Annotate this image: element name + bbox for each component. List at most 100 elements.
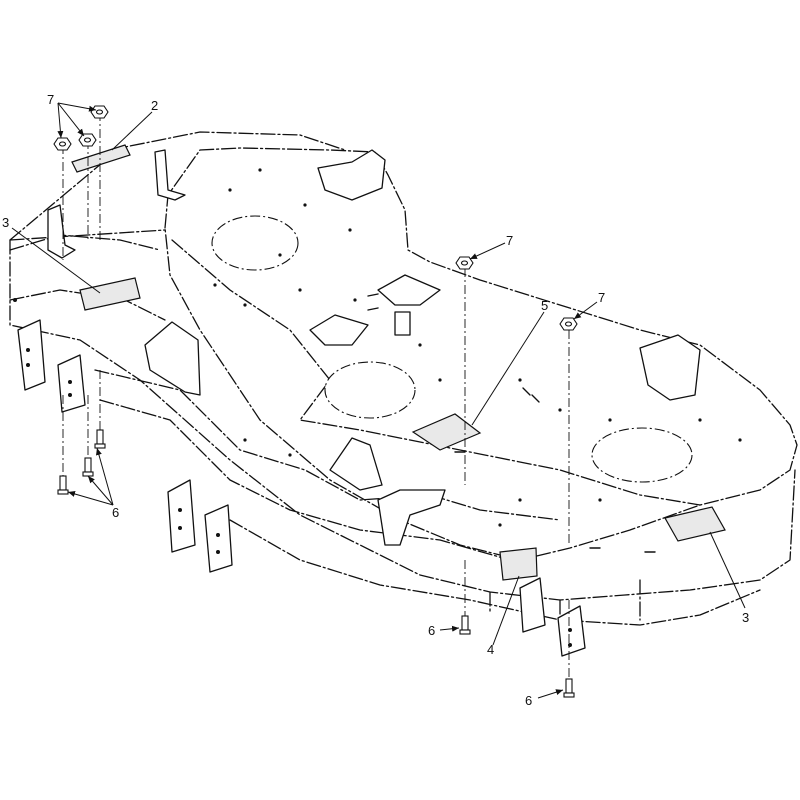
hanger-bracket-center (329, 437, 383, 491)
spindle-hole-right (591, 427, 693, 483)
deck-hole (288, 453, 292, 457)
nut-icon (90, 105, 109, 119)
height-plate-front-2 (204, 504, 233, 573)
leader-6-right (537, 689, 564, 699)
leader-6-center (439, 625, 460, 632)
decal-3-right (664, 506, 726, 542)
spindle-hole-center (324, 361, 416, 419)
pulley-bracket (309, 314, 369, 346)
leader-6-b (87, 475, 114, 506)
leader-7-a (57, 102, 97, 112)
callout-4: 4 (487, 642, 494, 657)
deck-hole (178, 526, 182, 530)
deck-hole (178, 508, 182, 512)
bolt-icon (57, 475, 69, 495)
carriage-bolts (57, 429, 575, 698)
height-plate-front-1 (167, 479, 196, 553)
deck-rear-edge (9, 131, 346, 241)
deck-hole (228, 188, 232, 192)
callout-7-right: 7 (598, 290, 605, 305)
nut-icon (53, 137, 72, 151)
callout-7-center: 7 (506, 233, 513, 248)
deck-hole (598, 498, 602, 502)
deck-hole (498, 523, 502, 527)
decal-4 (499, 547, 538, 581)
spindle-hole-left (211, 215, 299, 271)
deck-hole (738, 438, 742, 442)
bolt-icon (94, 429, 106, 449)
spindle-holes (211, 215, 693, 483)
height-plate-left (17, 319, 46, 391)
deck-slots (367, 293, 656, 553)
deck-slot (531, 394, 540, 403)
leader-lines (11, 102, 746, 699)
hanger-bracket-left (144, 321, 201, 396)
deck-hole (213, 283, 217, 287)
deck-slot (367, 293, 379, 297)
decal-2 (71, 144, 131, 173)
decal-3-left (79, 277, 141, 311)
deck-hole (353, 298, 357, 302)
height-plate-right-1 (519, 577, 546, 633)
callout-6-center: 6 (428, 623, 435, 638)
leader-7-center (469, 242, 506, 260)
bolt-icon (82, 457, 94, 477)
deck-hole (216, 533, 220, 537)
deck-holes (13, 168, 742, 647)
idler-bracket (377, 274, 441, 306)
flange-nuts (53, 105, 578, 331)
deck-hole (26, 363, 30, 367)
callout-labels: 7 2 3 7 7 5 6 3 6 4 6 (2, 92, 749, 708)
deck-baffle-line (171, 239, 701, 506)
deck-hole (258, 168, 262, 172)
leader-7-c (57, 102, 64, 139)
deck-hole (13, 298, 17, 302)
hanger-bracket-right (639, 334, 701, 401)
deck-hole (216, 550, 220, 554)
deck-front-skirt (9, 239, 796, 601)
rear-bracket-center (154, 149, 186, 201)
front-frame-rail (94, 369, 561, 521)
deck-hole (348, 228, 352, 232)
callout-7-left: 7 (47, 92, 54, 107)
rear-bracket-left (47, 204, 76, 259)
deck-slot (522, 387, 531, 396)
decals (71, 144, 726, 581)
leader-4 (492, 575, 520, 646)
leader-3-right (709, 531, 746, 609)
leader-2 (111, 111, 153, 151)
leader-7-right (573, 301, 598, 320)
deck-hole (418, 343, 422, 347)
deck-hole (26, 348, 30, 352)
callout-6-left: 6 (112, 505, 119, 520)
callout-2: 2 (151, 98, 158, 113)
deck-slot (367, 307, 379, 311)
deck-hole (298, 288, 302, 292)
deck-top-outline (164, 147, 798, 561)
deck-hole (303, 203, 307, 207)
deck-hole (698, 418, 702, 422)
leader-5 (471, 311, 545, 426)
height-plate-left-2 (57, 354, 86, 413)
bolt-icon (459, 615, 471, 635)
deck-hole (243, 303, 247, 307)
hanger-bracket-front (377, 489, 446, 546)
deck-hole (243, 438, 247, 442)
decal-5 (411, 413, 482, 451)
deck-skirt-inner (489, 579, 641, 626)
leader-7-b (57, 102, 85, 137)
callout-5: 5 (541, 298, 548, 313)
deck-hole (278, 253, 282, 257)
nut-icon (78, 133, 97, 147)
deck-hole (558, 408, 562, 412)
rear-bracket-right (317, 149, 386, 201)
idler-spacer (394, 311, 411, 336)
leader-3-left (11, 227, 101, 294)
deck-hole (608, 418, 612, 422)
deck-hole (518, 378, 522, 382)
deck-hole (518, 498, 522, 502)
deck-hole (68, 393, 72, 397)
leader-6-c (67, 491, 114, 506)
